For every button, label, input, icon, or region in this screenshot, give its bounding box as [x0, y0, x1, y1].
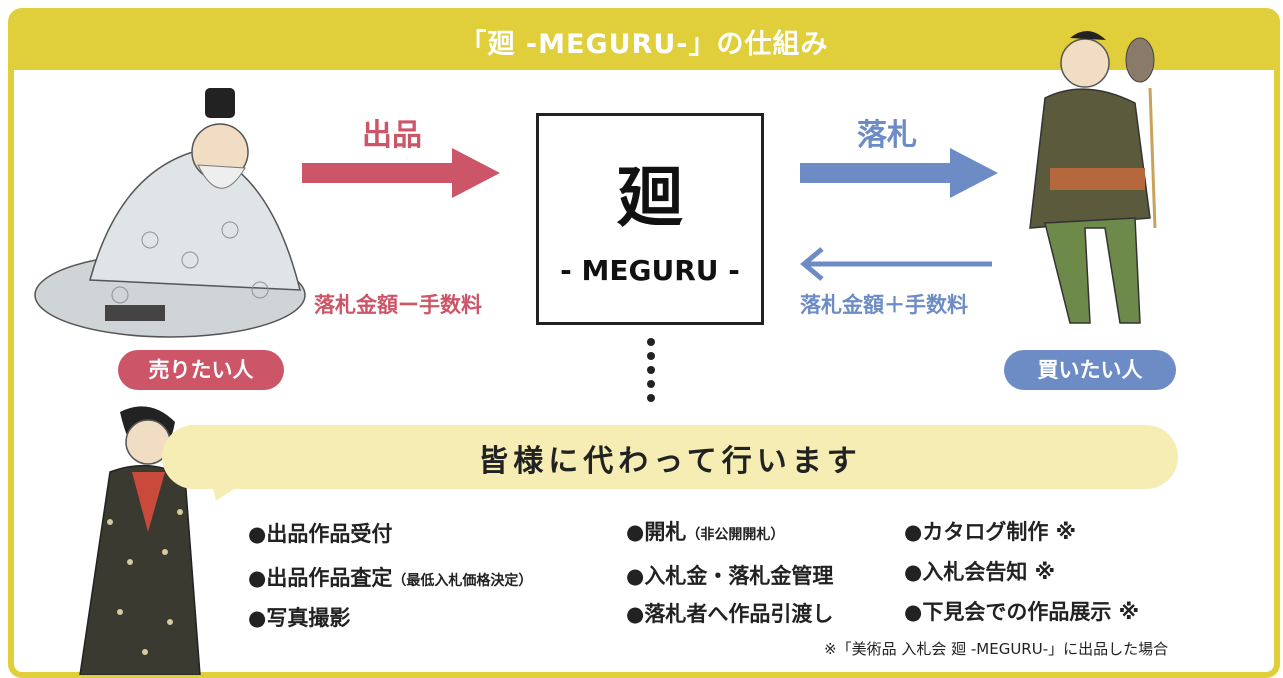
sell-label: 出品 — [362, 118, 422, 153]
kimono-woman-illustration — [79, 406, 201, 675]
speech-bubble — [162, 425, 1178, 489]
title-banner: 「廻 -MEGURU-」の仕組み — [14, 14, 1274, 70]
service-item: ●入札会告知 ※ — [904, 560, 1056, 584]
return-arrow — [800, 247, 992, 281]
service-item: ●出品作品受付 — [248, 522, 393, 546]
footnote: ※「美術品 入札会 廻 -MEGURU-」に出品した場合 — [824, 640, 1169, 658]
falconer-illustration — [1029, 30, 1157, 324]
service-item: ●下見会での作品展示 ※ — [904, 600, 1140, 624]
service-item: ●写真撮影 — [248, 606, 351, 630]
buyer-pill: 買いたい人 — [1004, 350, 1176, 390]
seated-poet-illustration — [34, 88, 306, 338]
connector-dots — [645, 338, 657, 408]
sell-note: 落札金額ー手数料 — [314, 293, 482, 317]
banner-title: 「廻 -MEGURU-」の仕組み — [459, 29, 829, 60]
service-item: ●落札者へ作品引渡し — [626, 602, 834, 626]
meguru-box: 廻 - MEGURU - — [536, 113, 764, 325]
service-item: ●開札（非公開開札） — [626, 520, 785, 544]
meguru-subtitle: - MEGURU - — [560, 254, 740, 287]
service-item: ●入札金・落札金管理 — [626, 564, 834, 588]
buy-label: 落札 — [857, 118, 917, 153]
buy-note: 落札金額＋手数料 — [800, 293, 968, 317]
buy-arrow — [800, 148, 998, 198]
sell-arrow — [302, 148, 500, 198]
service-item: ●カタログ制作 ※ — [904, 520, 1077, 544]
service-heading: 皆様に代わって行います — [478, 444, 862, 479]
meguru-kanji: 廻 — [617, 159, 683, 236]
service-item: ●出品作品査定（最低入札価格決定） — [248, 566, 533, 590]
seller-pill: 売りたい人 — [118, 350, 284, 390]
